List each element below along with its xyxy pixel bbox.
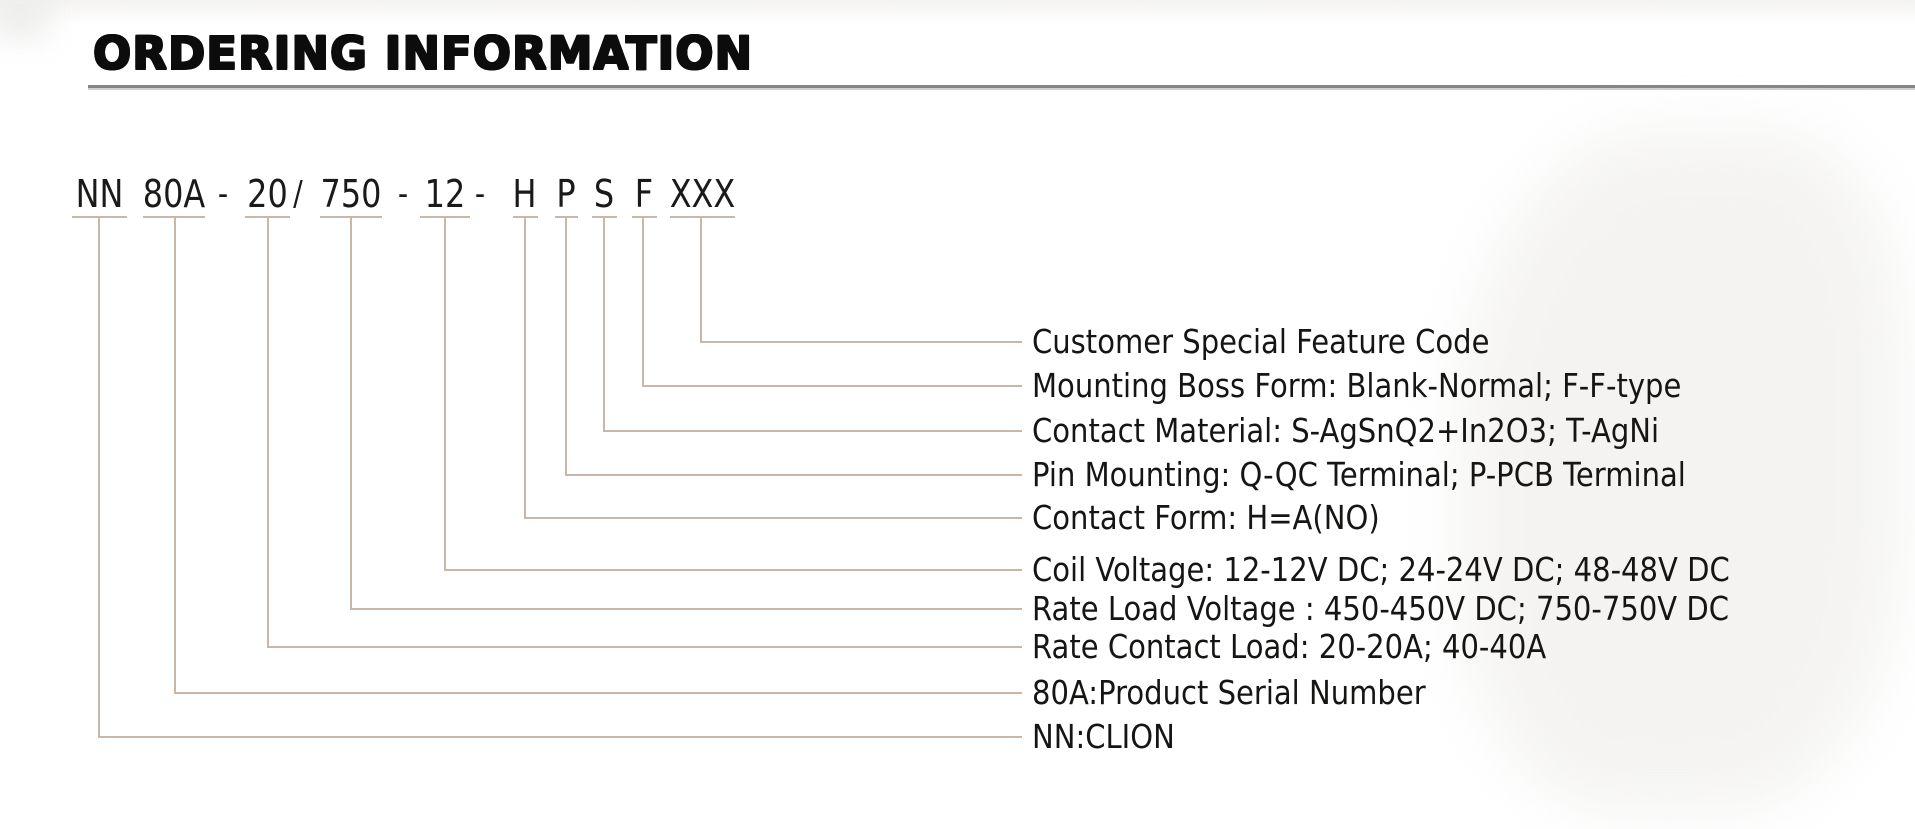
connector-horizontal-f <box>642 385 1022 387</box>
legend-label-rate-contact-load: Rate Contact Load: 20-20A; 40-40A <box>1032 627 1547 666</box>
code-separator-dash: - <box>474 174 486 214</box>
underline-mark-12 <box>420 216 470 218</box>
connector-vertical-20 <box>267 218 269 648</box>
code-segment-20: 20 <box>247 172 288 216</box>
background-corner-smudge <box>0 0 50 40</box>
connector-horizontal-nn <box>98 736 1022 738</box>
connector-horizontal-h <box>524 517 1022 519</box>
connector-vertical-f <box>642 218 644 387</box>
connector-horizontal-80a <box>174 692 1022 694</box>
connector-horizontal-20 <box>267 646 1022 648</box>
code-segment-h: H <box>512 172 537 216</box>
code-separator-dash: - <box>397 174 409 214</box>
underline-mark-nn <box>72 216 127 218</box>
background-top-strip <box>0 0 1915 26</box>
legend-label-contact-form: Contact Form: H=A(NO) <box>1032 498 1380 537</box>
underline-mark-f <box>632 216 657 218</box>
title-underline-rule <box>88 85 1915 88</box>
code-segment-xxx: XXX <box>669 172 736 216</box>
legend-label-mounting-boss: Mounting Boss Form: Blank-Normal; F-F-ty… <box>1032 366 1682 405</box>
legend-label-contact-material: Contact Material: S-AgSnQ2+In2O3; T-AgNi <box>1032 411 1660 450</box>
underline-mark-p <box>555 216 578 218</box>
connector-horizontal-xxx <box>700 341 1022 343</box>
code-segment-s: S <box>593 172 615 216</box>
code-segment-nn: NN <box>75 172 124 216</box>
code-segment-750: 750 <box>320 172 382 216</box>
connector-vertical-80a <box>174 218 176 694</box>
connector-vertical-nn <box>98 218 100 738</box>
connector-vertical-p <box>565 218 567 476</box>
underline-mark-h <box>513 216 538 218</box>
legend-label-pin-mounting: Pin Mounting: Q-QC Terminal; P-PCB Termi… <box>1032 455 1686 494</box>
connector-horizontal-12 <box>444 569 1022 571</box>
background-smudge <box>1460 130 1900 810</box>
code-separator-slash: / <box>293 174 303 214</box>
legend-label-serial-number: 80A:Product Serial Number <box>1032 673 1426 712</box>
code-segment-12: 12 <box>424 172 466 216</box>
page-title: ORDERING INFORMATION <box>93 27 754 80</box>
connector-vertical-12 <box>444 218 446 571</box>
underline-mark-s <box>592 216 617 218</box>
underline-mark-750 <box>320 216 382 218</box>
underline-mark-xxx <box>670 216 735 218</box>
connector-horizontal-p <box>565 474 1022 476</box>
code-segment-80a: 80A <box>142 172 206 216</box>
legend-label-coil-voltage: Coil Voltage: 12-12V DC; 24-24V DC; 48-4… <box>1032 550 1730 589</box>
connector-horizontal-750 <box>350 608 1022 610</box>
code-segment-p: P <box>556 172 576 216</box>
connector-horizontal-s <box>603 430 1022 432</box>
code-separator-dash: - <box>217 174 229 214</box>
underline-mark-80a <box>143 216 205 218</box>
underline-mark-20 <box>245 216 290 218</box>
connector-vertical-h <box>524 218 526 519</box>
legend-label-customer-code: Customer Special Feature Code <box>1032 322 1490 361</box>
code-segment-f: F <box>634 172 654 216</box>
connector-vertical-s <box>603 218 605 432</box>
legend-label-brand: NN:CLION <box>1032 717 1175 756</box>
legend-label-rate-load-voltage: Rate Load Voltage : 450-450V DC; 750-750… <box>1032 589 1730 628</box>
connector-vertical-xxx <box>700 218 702 343</box>
connector-vertical-750 <box>350 218 352 610</box>
